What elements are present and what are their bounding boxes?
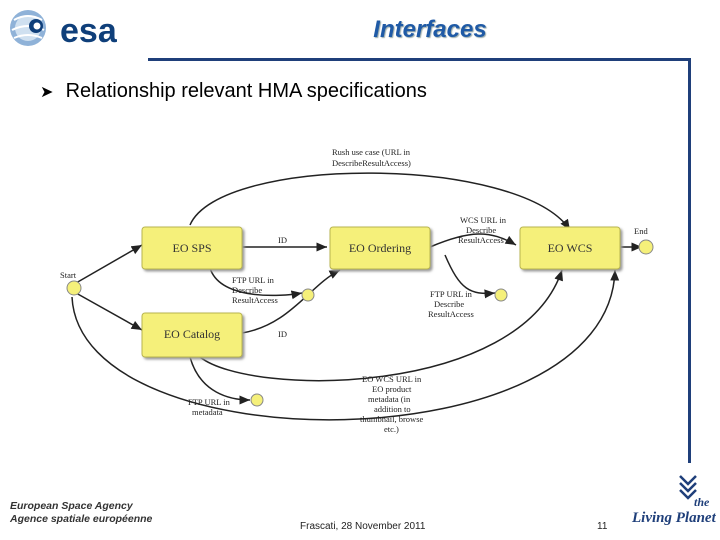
esa-logo: esa — [6, 6, 138, 50]
node-eo-sps: EO SPS — [141, 226, 243, 270]
eo-wcs-url-label-3: metadata (in — [368, 394, 411, 404]
ftp-sps-label-2: Describe — [232, 285, 262, 295]
end-label: End — [634, 226, 648, 236]
eo-wcs-url-label-5: thumbnail, browse — [360, 414, 423, 424]
ftp-ord-label-2: Describe — [434, 299, 464, 309]
wave-icon — [679, 475, 697, 500]
esa-logo-text: esa — [60, 12, 118, 50]
brand-living-planet: Living Planet — [631, 510, 716, 526]
node-eo-catalog-label: EO Catalog — [164, 327, 220, 341]
node-eo-wcs-label: EO WCS — [548, 241, 593, 255]
eo-wcs-url-label-4: addition to — [374, 404, 411, 414]
ftp-ord-label-1: FTP URL in — [430, 289, 473, 299]
bullet-item: ➤ Relationship relevant HMA specificatio… — [40, 80, 427, 103]
catalog-to-ordering — [241, 269, 341, 334]
ftp-sps-label-3: ResultAccess — [232, 295, 278, 305]
id-top-label: ID — [278, 235, 287, 245]
agency-name: European Space Agency Agence spatiale eu… — [10, 500, 152, 526]
ordering-to-wcs — [429, 233, 517, 248]
wcs-url-label-3: ResultAccess — [458, 235, 504, 245]
ftp-ordering-circle — [494, 288, 508, 302]
start-label: Start — [60, 270, 77, 280]
start-circle — [66, 280, 82, 296]
node-eo-catalog: EO Catalog — [141, 312, 243, 358]
esa-globe-icon: esa — [10, 10, 118, 50]
id-bottom-label: ID — [278, 329, 287, 339]
page-number: 11 — [597, 521, 608, 532]
frame-right-rule — [688, 58, 691, 463]
start-big-arc — [71, 269, 620, 421]
node-eo-sps-label: EO SPS — [172, 241, 211, 255]
brand-the: the — [694, 495, 710, 509]
rush-arc — [189, 172, 571, 231]
page-title: Interfaces — [373, 16, 487, 43]
footer-date: Frascati, 28 November 2011 — [300, 521, 426, 532]
ftp-sps-label-1: FTP URL in — [232, 275, 275, 285]
agency-name-en: European Space Agency — [10, 500, 133, 512]
ftp-ord-label-3: ResultAccess — [428, 309, 474, 319]
frame-top-rule — [148, 58, 690, 61]
catalog-to-wcs — [199, 269, 563, 382]
bullet-arrow-icon: ➤ — [40, 84, 54, 101]
eo-wcs-url-label-1: EO WCS URL in — [362, 374, 422, 384]
living-planet-logo: the Living Planet — [631, 475, 716, 526]
rush-label-2: DescribeResultAccess) — [332, 158, 411, 168]
catalog-to-ftp-meta — [189, 356, 251, 405]
agency-name-fr: Agence spatiale européenne — [10, 513, 153, 525]
ftp-meta-circle — [250, 393, 264, 407]
node-eo-wcs: EO WCS — [519, 226, 621, 270]
rush-label-1: Rush use case (URL in — [332, 147, 411, 157]
bullet-text: Relationship relevant HMA specifications — [65, 80, 427, 102]
node-eo-ordering-label: EO Ordering — [349, 241, 411, 255]
hma-relationship-diagram: EO SPS EO Ordering EO WCS EO Catalog Sta… — [60, 147, 654, 434]
wcs-url-label-2: Describe — [466, 225, 496, 235]
ftp-meta-label-2: metadata — [192, 407, 223, 417]
eo-wcs-url-label-6: etc.) — [384, 424, 399, 434]
end-circle — [638, 239, 654, 255]
start-to-catalog — [75, 292, 143, 331]
eo-wcs-url-label-2: EO product — [372, 384, 412, 394]
ordering-to-ftp — [444, 254, 496, 299]
ftp-sps-circle — [301, 288, 315, 302]
wcs-url-label-1: WCS URL in — [460, 215, 507, 225]
ftp-meta-label-1: FTP URL in — [188, 397, 231, 407]
start-to-sps — [75, 244, 143, 284]
sps-to-ftp — [209, 267, 303, 300]
node-eo-ordering: EO Ordering — [329, 226, 431, 270]
